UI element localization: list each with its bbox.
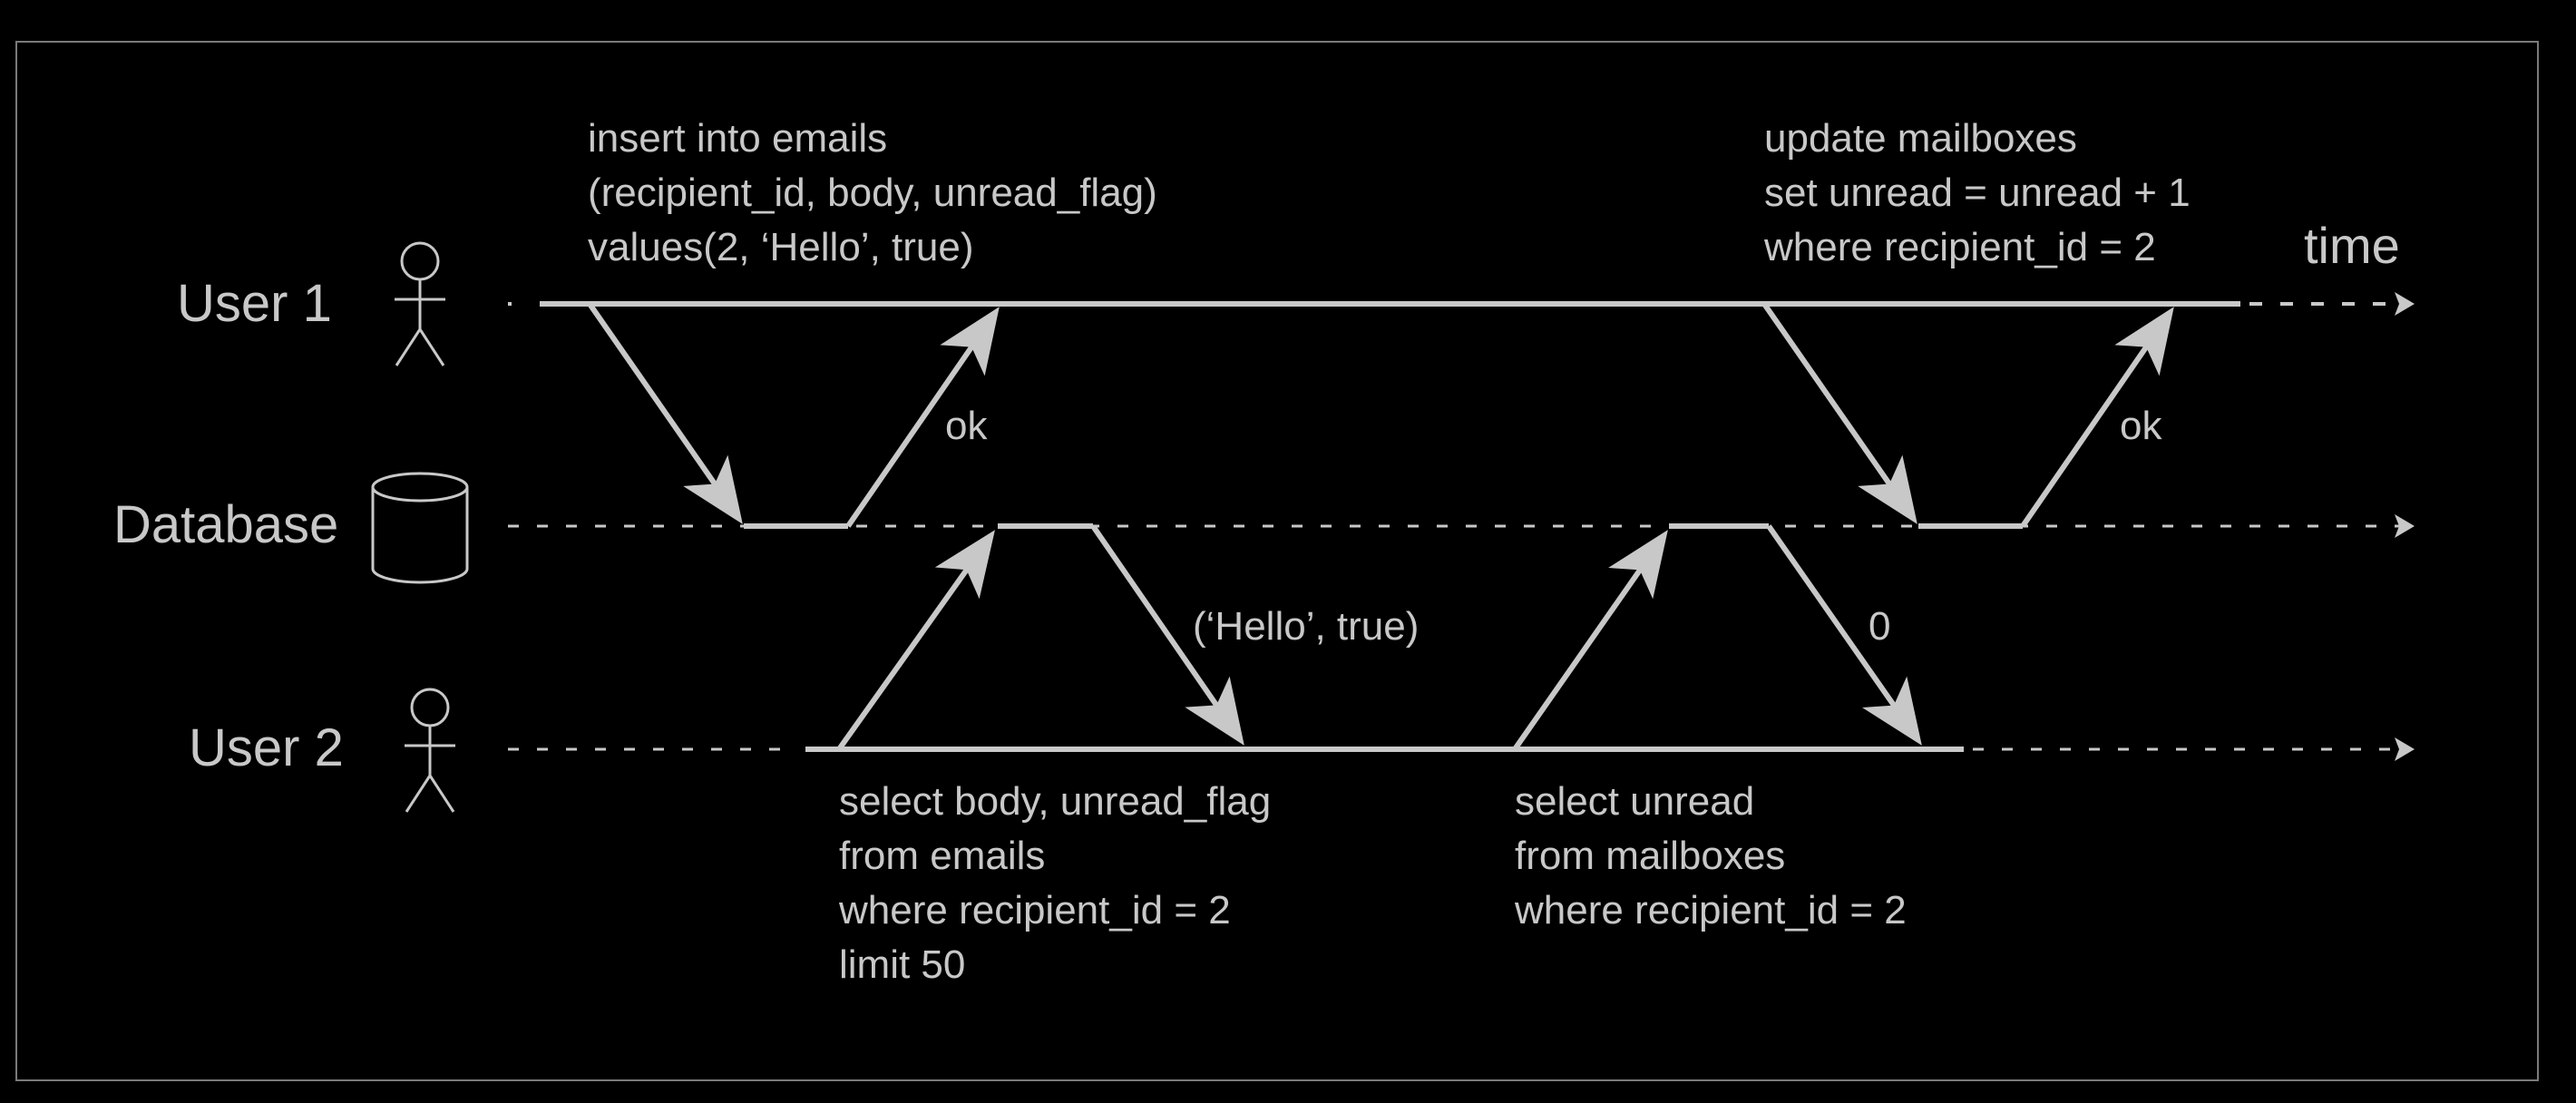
query-user1-update: update mailboxes set unread = unread + 1… bbox=[1763, 116, 2191, 269]
query-user2-select-emails: select body, unread_flag from emails whe… bbox=[838, 779, 1271, 987]
svg-text:from mailboxes: from mailboxes bbox=[1515, 834, 1785, 878]
actor-label-user2: User 2 bbox=[189, 718, 344, 777]
response-label-update-ok: ok bbox=[2120, 404, 2162, 448]
svg-text:values(2, ‘Hello’, true): values(2, ‘Hello’, true) bbox=[588, 225, 974, 269]
svg-text:set unread = unread + 1: set unread = unread + 1 bbox=[1764, 171, 2191, 215]
query-user1-insert: insert into emails (recipient_id, body, … bbox=[588, 116, 1157, 269]
arrow-user2-select-unread-response bbox=[1766, 524, 1922, 746]
database-cylinder-icon bbox=[371, 472, 469, 584]
arrow-user1-update-ok bbox=[2020, 307, 2174, 528]
arrow-user1-insert-ok bbox=[845, 307, 1000, 528]
svg-text:limit 50: limit 50 bbox=[839, 942, 965, 987]
timeline-user2 bbox=[508, 737, 2415, 761]
arrow-user2-select-emails-request bbox=[836, 530, 995, 751]
actor-label-user1: User 1 bbox=[177, 274, 332, 333]
svg-text:select unread: select unread bbox=[1515, 779, 1754, 824]
person-icon bbox=[405, 688, 455, 813]
svg-text:(recipient_id, body, unread_fl: (recipient_id, body, unread_flag) bbox=[588, 171, 1157, 215]
timeline-user1 bbox=[508, 292, 2415, 316]
response-label-select-unread: 0 bbox=[1869, 604, 1890, 649]
response-label-insert-ok: ok bbox=[945, 404, 988, 448]
response-label-select-emails: (‘Hello’, true) bbox=[1193, 604, 1419, 649]
svg-text:where recipient_id = 2: where recipient_id = 2 bbox=[1763, 225, 2156, 269]
actor-label-database: Database bbox=[113, 495, 338, 554]
svg-text:select body, unread_flag: select body, unread_flag bbox=[839, 779, 1271, 824]
svg-text:where recipient_id = 2: where recipient_id = 2 bbox=[838, 888, 1231, 932]
time-label: time bbox=[2304, 217, 2400, 274]
svg-text:from emails: from emails bbox=[839, 834, 1045, 878]
svg-text:where recipient_id = 2: where recipient_id = 2 bbox=[1514, 888, 1907, 932]
arrow-user1-update-request bbox=[1761, 302, 1917, 524]
query-user2-select-unread: select unread from mailboxes where recip… bbox=[1514, 779, 1907, 932]
timeline-database bbox=[508, 514, 2415, 538]
person-icon bbox=[395, 241, 445, 366]
svg-text:insert into emails: insert into emails bbox=[588, 116, 887, 161]
arrow-user2-select-emails-response bbox=[1090, 524, 1244, 746]
time-arrowhead bbox=[2395, 292, 2415, 316]
svg-text:update mailboxes: update mailboxes bbox=[1764, 116, 2077, 161]
arrow-user1-insert-request bbox=[587, 302, 743, 524]
arrow-user2-select-unread-request bbox=[1512, 530, 1668, 751]
diagram-frame bbox=[15, 41, 2539, 1081]
